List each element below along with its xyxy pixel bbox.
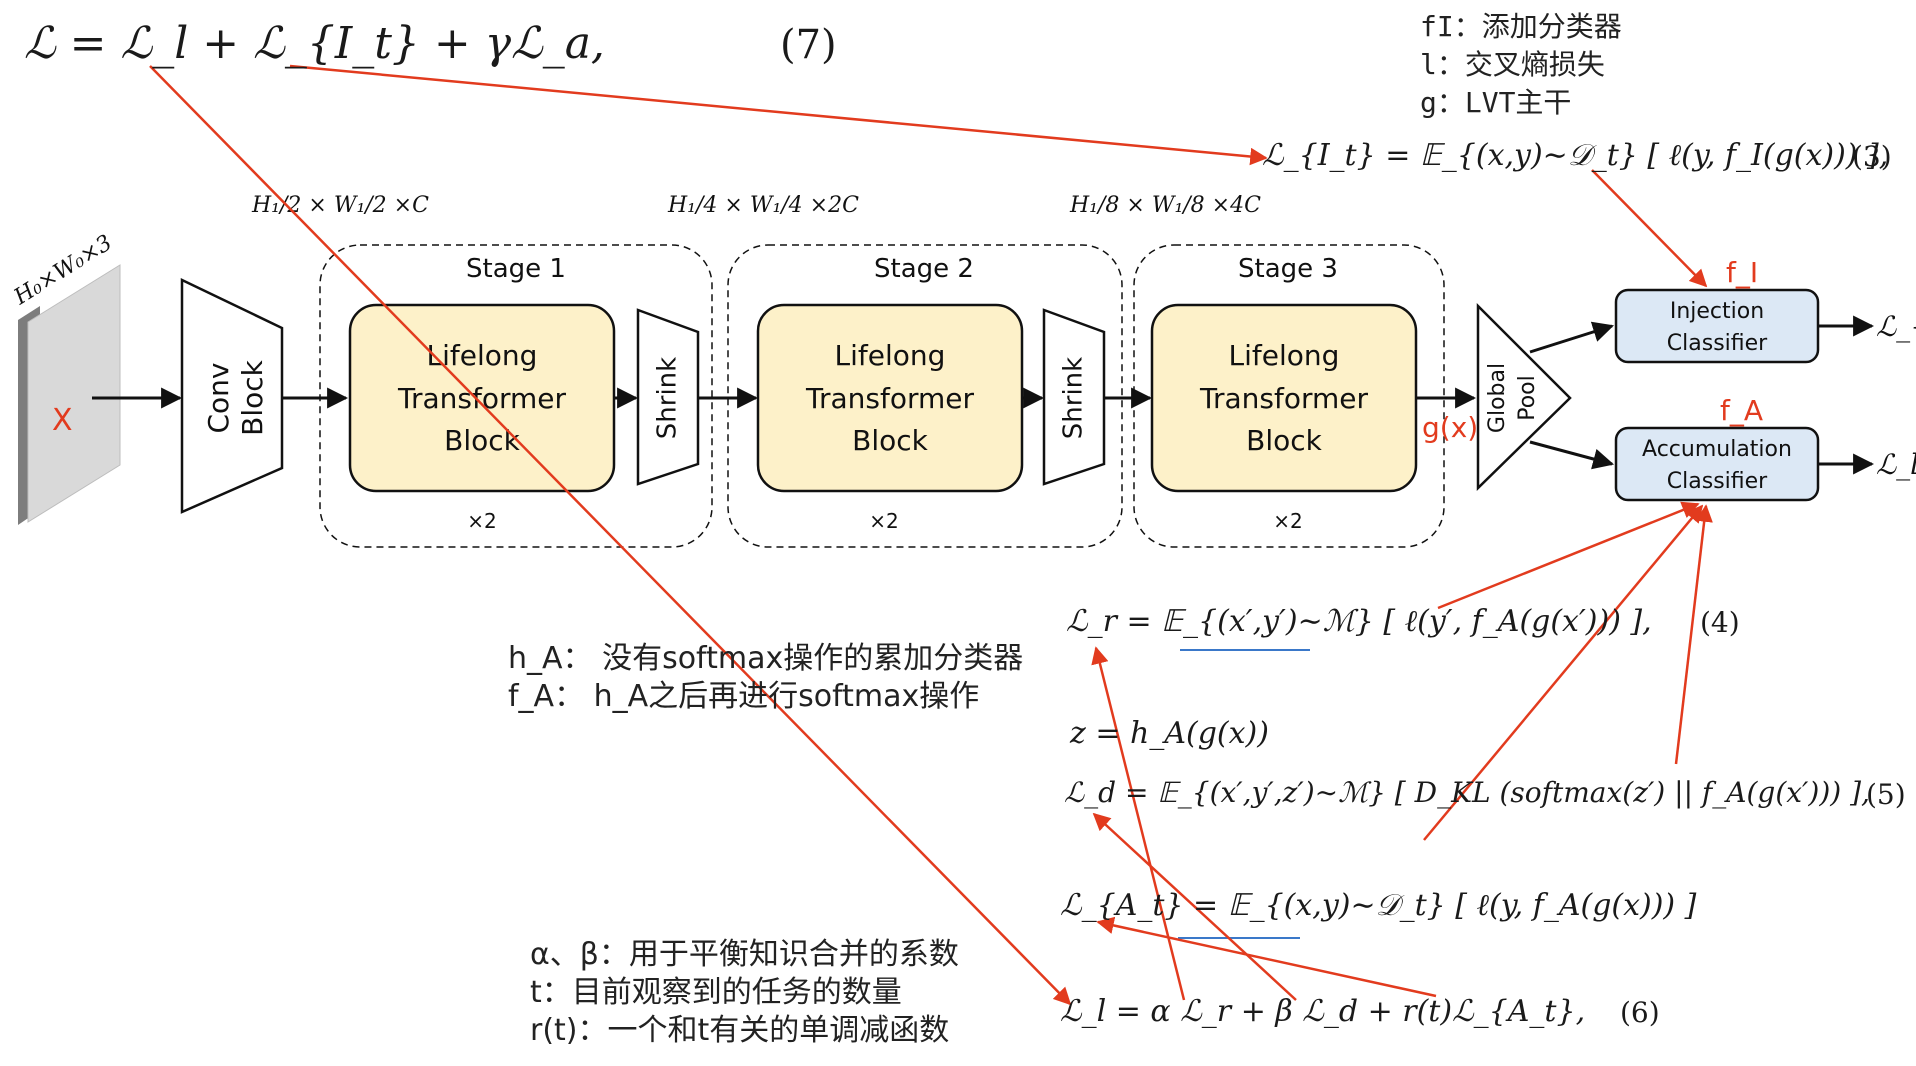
conv-block-label-1: Conv [202, 363, 235, 434]
shrink-1-label: Shrink [653, 357, 683, 439]
stage-2-dims: H₁/4 × W₁/4 ×2C [667, 193, 859, 218]
fA-label: f_A [1720, 394, 1763, 427]
injection-label-1: Injection [1670, 299, 1764, 324]
accumulation-label-2: Classifier [1667, 469, 1768, 494]
fI-label: f_I [1726, 256, 1758, 289]
equation-4: ℒ_r = 𝔼_{(x′,y′)∼ℳ} [ ℓ(y′, f_A(g(x′))) … [1066, 604, 1652, 639]
stage-2-title: Stage 2 [874, 254, 974, 284]
input-image-plate [18, 264, 121, 525]
shrink-2 [1042, 308, 1106, 486]
stage-3-title: Stage 3 [1238, 254, 1338, 284]
stage-1-dims: H₁/2 × W₁/2 ×C [251, 193, 429, 218]
stage-1-repeat: ×2 [467, 509, 496, 533]
note-fI: fI：添加分类器 [1420, 10, 1622, 43]
global-pool-label-2: Pool [1515, 375, 1540, 421]
stage-1-ltb-line3: Block [444, 424, 521, 457]
equation-5-number: (5) [1866, 778, 1906, 811]
notes-middle: h_A： 没有softmax操作的累加分类器 f_A： h_A之后再进行soft… [508, 640, 1023, 716]
equation-At: ℒ_{A_t} = 𝔼_{(x,y)∼𝒟_t} [ ℓ(y, f_A(g(x))… [1060, 888, 1697, 923]
conv-block [180, 278, 284, 514]
stage-2-repeat: ×2 [869, 509, 898, 533]
notes-top-right: fI：添加分类器 l：交叉熵损失 g：LVT主干 [1420, 8, 1622, 122]
stage-1-title: Stage 1 [466, 254, 566, 284]
arrow-pool-accumulation [1529, 440, 1615, 470]
stage-3-dims: H₁/8 × W₁/8 ×4C [1069, 193, 1261, 218]
shrink-2-label: Shrink [1059, 357, 1089, 439]
equation-7-number: (7) [780, 22, 837, 68]
conv-block-label-2: Block [236, 359, 269, 436]
stage-3-ltb-line3: Block [1246, 424, 1323, 457]
equation-z: z = h_A(g(x)) [1070, 716, 1269, 751]
note-l: l：交叉熵损失 [1420, 48, 1605, 81]
gx-label: g(x) [1422, 411, 1478, 444]
stage-3-frame [1133, 244, 1445, 548]
input-x-label: X [52, 403, 73, 438]
equation-6: ℒ_l = α ℒ_r + β ℒ_d + r(t)ℒ_{A_t}, [1060, 994, 1586, 1029]
note-g: g：LVT主干 [1420, 86, 1572, 119]
global-pool [1476, 302, 1572, 491]
stage-2-ltb-line2: Transformer [805, 382, 975, 415]
output-accumulation-loss: ℒ_l [1876, 448, 1916, 481]
stage-2-frame [727, 244, 1123, 548]
note-hA: h_A： 没有softmax操作的累加分类器 [508, 641, 1024, 676]
stage-2-ltb-line1: Lifelong [835, 339, 946, 372]
accumulation-label-1: Accumulation [1642, 437, 1792, 462]
equation-5: ℒ_d = 𝔼_{(x′,y′,z′)∼ℳ} [ D_KL (softmax(z… [1064, 776, 1870, 809]
stage-1-ltb-line1: Lifelong [427, 339, 538, 372]
arrow-pool-injection [1529, 321, 1615, 354]
stage-1-ltb-line2: Transformer [397, 382, 567, 415]
equation-7: ℒ = ℒ_l + ℒ_{I_t} + γℒ_a, [24, 18, 605, 69]
equation-3-number: (3) [1852, 140, 1892, 173]
stage-3-repeat: ×2 [1273, 509, 1302, 533]
equation-4-number: (4) [1700, 606, 1740, 639]
injection-label-2: Classifier [1667, 331, 1768, 356]
stage-2-ltb-line3: Block [852, 424, 929, 457]
note-fA: f_A： h_A之后再进行softmax操作 [508, 679, 980, 714]
global-pool-label-1: Global [1485, 363, 1510, 433]
annotation-arrows [149, 64, 1713, 1006]
note-alpha-beta: α、β：用于平衡知识合并的系数 [530, 937, 959, 972]
output-injection-loss: ℒ_{I_t} [1876, 310, 1916, 343]
stage-1-frame [319, 244, 713, 548]
note-rt: r(t)：一个和t有关的单调减函数 [530, 1013, 950, 1048]
stage-3-ltb-line1: Lifelong [1229, 339, 1340, 372]
equation-6-number: (6) [1620, 996, 1660, 1029]
notes-bottom: α、β：用于平衡知识合并的系数 t：目前观察到的任务的数量 r(t)：一个和t有… [530, 936, 959, 1050]
equation-3: ℒ_{I_t} = 𝔼_{(x,y)∼𝒟_t} [ ℓ(y, f_I(g(x))… [1262, 138, 1889, 173]
shrink-1 [636, 308, 700, 486]
stage-3-ltb-line2: Transformer [1199, 382, 1369, 415]
note-t: t：目前观察到的任务的数量 [530, 975, 902, 1010]
